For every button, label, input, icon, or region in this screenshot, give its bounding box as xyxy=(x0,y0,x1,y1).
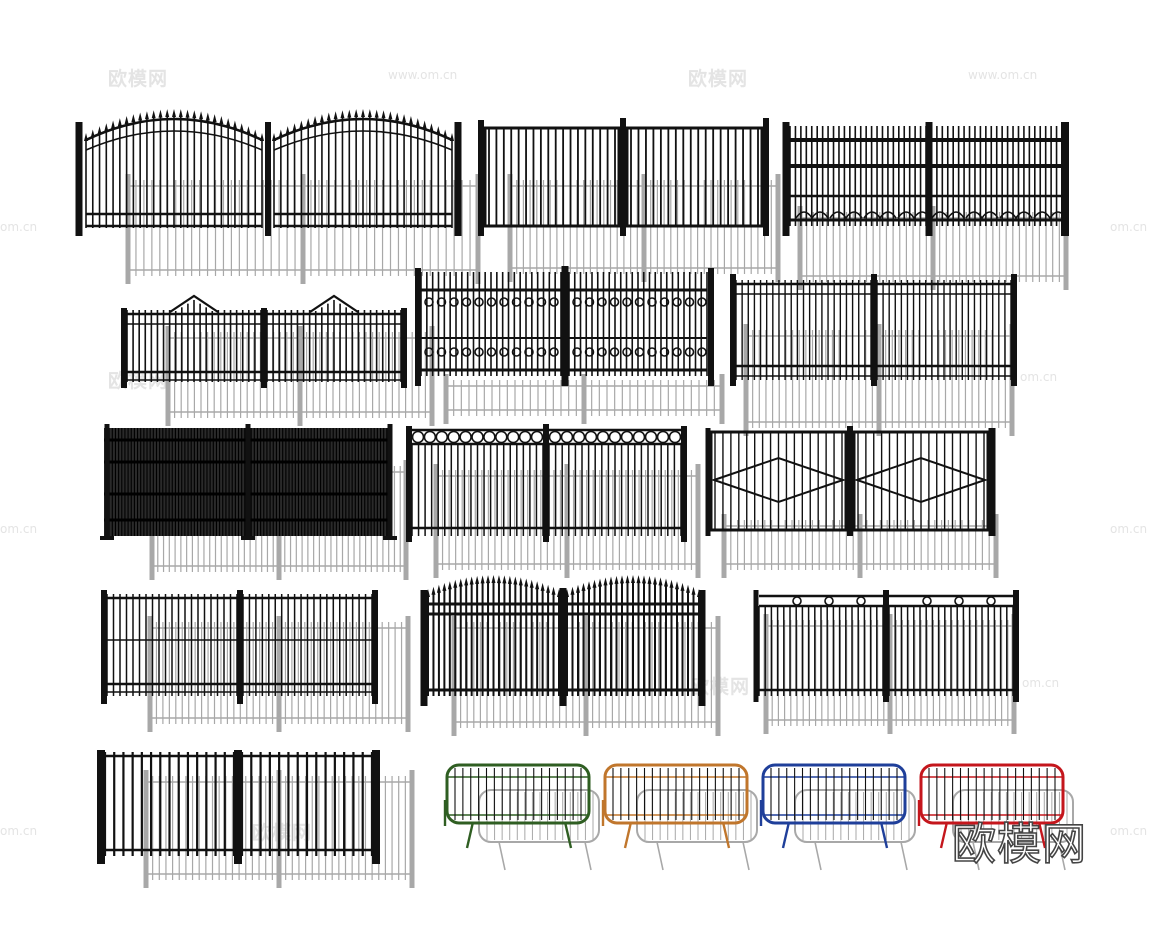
fence-scroll-ornament-panel xyxy=(415,266,725,424)
fence-ring-rail-panel xyxy=(753,590,1019,734)
fence-shadow xyxy=(763,614,1017,734)
fence-dense-mesh-panel xyxy=(100,424,409,580)
fence-heavy-post-panel xyxy=(97,750,415,888)
fence-shadow xyxy=(165,326,435,426)
barrier-green xyxy=(443,763,600,871)
fence-spiked-decorative-panel xyxy=(782,122,1069,290)
fence-plain-picket-panel xyxy=(730,274,1017,436)
barrier-orange xyxy=(601,763,758,871)
fence-diamond-gate xyxy=(705,426,999,578)
fence-arched-spike-panel xyxy=(420,575,721,736)
fence-shadow xyxy=(451,616,721,736)
fence-flat-panel-double-gate xyxy=(478,118,781,282)
fence-arched-spear-double-gate xyxy=(75,109,481,284)
barrier-shadow xyxy=(478,789,600,871)
fence-ring-top-panel xyxy=(406,424,701,578)
barrier-red xyxy=(917,763,1074,871)
fence-plain-bar-panel xyxy=(101,590,411,732)
fence-pointed-picket-panel xyxy=(121,294,435,426)
fence-shadow xyxy=(433,464,701,578)
brand-logo: 欧模网 xyxy=(951,818,1087,871)
barrier-blue xyxy=(759,763,916,871)
fence-shadow xyxy=(443,374,725,424)
fence-shadow xyxy=(125,174,481,284)
fence-shadow xyxy=(147,616,411,732)
